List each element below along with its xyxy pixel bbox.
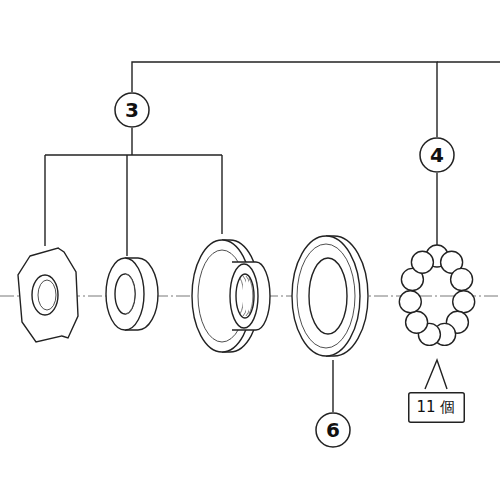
ball bbox=[411, 251, 433, 273]
group-bracket bbox=[45, 128, 222, 256]
bracket-connector bbox=[132, 62, 437, 137]
bracket-line bbox=[437, 61, 500, 62]
quantity-note: 11 個 bbox=[408, 392, 465, 423]
callout-number: 4 bbox=[419, 137, 455, 173]
hub-cone bbox=[192, 240, 270, 352]
ball-bearings bbox=[399, 245, 474, 345]
note-pointer bbox=[425, 360, 447, 389]
callout-label: 6 bbox=[326, 418, 340, 442]
washer bbox=[106, 258, 158, 330]
leader-line bbox=[436, 173, 437, 246]
callout-label: 3 bbox=[125, 98, 139, 122]
callout-number: 6 bbox=[315, 412, 351, 448]
ball bbox=[451, 268, 473, 290]
lock-nut bbox=[18, 248, 78, 342]
dust-seal bbox=[292, 236, 368, 356]
ball bbox=[453, 291, 475, 313]
ball bbox=[406, 311, 428, 333]
callout-label: 4 bbox=[430, 143, 444, 167]
callout-number: 3 bbox=[114, 92, 150, 128]
ball bbox=[399, 291, 421, 313]
leader-line bbox=[332, 360, 333, 412]
note-text: 11 個 bbox=[417, 398, 456, 417]
